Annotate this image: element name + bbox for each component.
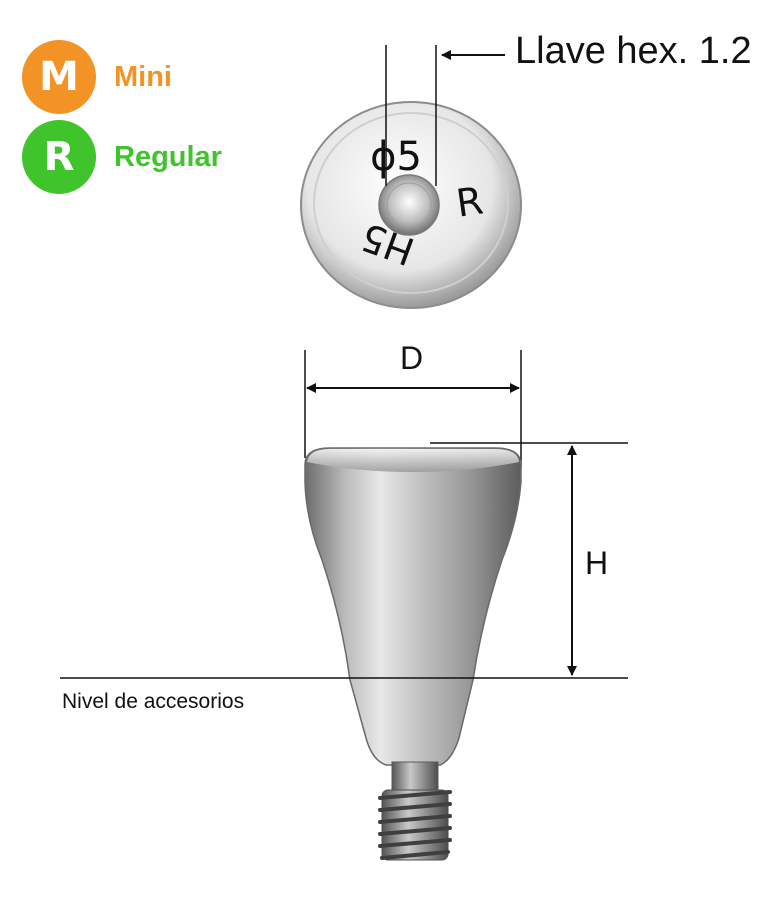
diameter-marking: ϕ5	[370, 134, 422, 180]
hex-socket-icon	[378, 174, 440, 236]
mini-label: Mini	[114, 60, 172, 93]
regular-label: Regular	[114, 140, 222, 173]
dimension-d-label: D	[400, 340, 424, 376]
abutment-neck	[391, 761, 439, 793]
mini-badge: M	[22, 40, 96, 114]
top-disc-inner	[313, 112, 509, 294]
hex-socket-rim	[386, 182, 432, 228]
accessory-level-label: Nivel de accesorios	[62, 690, 245, 713]
regular-badge: R	[22, 120, 96, 194]
legend-item-mini: M Mini	[22, 40, 172, 114]
platform-marking: R	[453, 178, 485, 225]
top-view: ϕ5 R H5	[300, 45, 522, 309]
legend-item-regular: R Regular	[22, 120, 222, 194]
abutment-cap	[307, 449, 519, 472]
side-view	[60, 350, 628, 861]
hex-key-label: Llave hex. 1.2	[515, 30, 752, 72]
abutment-body	[304, 447, 522, 766]
dimension-h-label: H	[585, 545, 609, 581]
screw-thread	[378, 789, 452, 861]
